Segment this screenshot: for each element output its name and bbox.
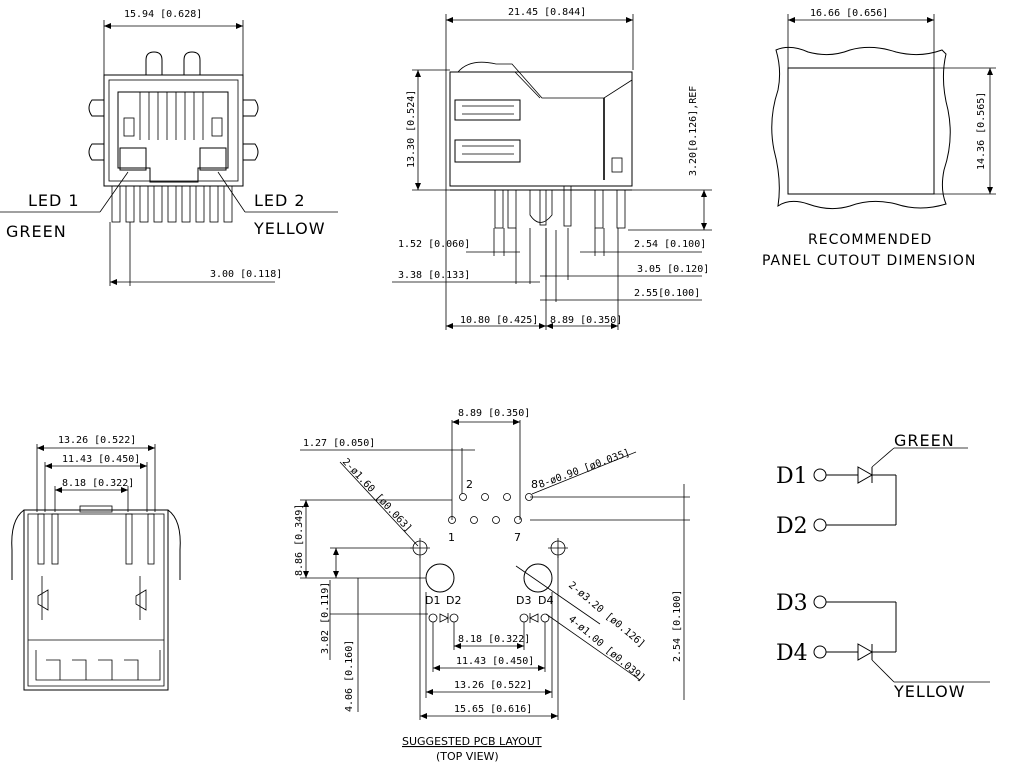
pcb-led-d1: D1 [425,594,440,607]
schem-green: GREEN [894,431,955,450]
pcb-pin-8: 8 [531,478,538,491]
side-dim-152: 1.52 [0.060] [398,239,470,250]
schem-yellow: YELLOW [893,682,966,701]
side-ref-dim: 3.20[0.126],REF [688,86,699,176]
side-view: 21.45 [0.844] 13.30 [0.524] [392,7,712,330]
side-dim-255: 2.55[0.100] [634,288,700,299]
pcb-title-line1: SUGGESTED PCB LAYOUT [402,735,542,748]
side-length-dim: 21.45 [0.844] [508,7,586,18]
cutout-height-dim: 14.36 [0.565] [976,92,987,170]
pcb-layout: 8.89 [0.350] 1.27 [0.050] 2 8 1 7 2-ø1.6… [294,408,690,763]
bottom-view: 13.26 [0.522] 11.43 [0.450] 8.18 [0.322] [11,435,181,691]
side-dim-254: 2.54 [0.100] [634,239,706,250]
side-dim-305: 3.05 [0.120] [637,264,709,275]
led1-label: LED 1 [28,191,80,210]
pcb-dim-1565: 15.65 [0.616] [454,704,532,715]
bottom-dim-818: 8.18 [0.322] [62,478,134,489]
bottom-dim-1143: 11.43 [0.450] [62,454,140,465]
side-dim-889: 8.89 [0.350] [550,315,622,326]
side-dim-338: 3.38 [0.133] [398,270,470,281]
pcb-led-d2: D2 [446,594,461,607]
pcb-dim-302: 3.02 [0.119] [320,582,331,654]
pcb-led-d4: D4 [538,594,553,607]
side-dim-1080: 10.80 [0.425] [460,315,538,326]
side-height-dim: 13.30 [0.524] [406,90,417,168]
led2-color: YELLOW [253,219,326,238]
pcb-dim-818: 8.18 [0.322] [458,634,530,645]
panel-cutout: 16.66 [0.656] 14.36 [0.565] RECOMMENDED … [762,8,996,269]
schem-d4: D4 [776,641,808,666]
schem-d3: D3 [776,591,808,616]
pcb-hole-320: 2-ø3.20 [ø0.126] [566,580,647,650]
pcb-dim-1326: 13.26 [0.522] [454,680,532,691]
cutout-title-line2: PANEL CUTOUT DIMENSION [762,253,976,269]
pcb-dim-886: 8.86 [0.349] [294,504,305,576]
front-width-dim: 15.94 [0.628] [124,9,202,20]
pcb-dim-254: 2.54 [0.100] [672,590,683,662]
pcb-led-d3: D3 [516,594,531,607]
pcb-hole-090: 8-ø0.90 [ø0.035] [537,448,631,491]
pcb-pin-7: 7 [514,531,521,544]
pcb-title-line2: (TOP VIEW) [436,750,499,763]
pcb-dim-1143: 11.43 [0.450] [456,656,534,667]
pcb-dim-889: 8.89 [0.350] [458,408,530,419]
front-view: 15.94 [0.628] [0,9,338,286]
pcb-dim-127: 1.27 [0.050] [303,438,375,449]
schem-d2: D2 [776,514,808,539]
pcb-hole-100: 4-ø1.00 [ø0.039] [566,614,647,684]
bottom-dim-1326: 13.26 [0.522] [58,435,136,446]
led1-color: GREEN [6,222,67,241]
schem-d1: D1 [776,464,808,489]
led-schematic: D1 D2 D3 D4 GREEN YELLOW [776,431,990,701]
pcb-hole-160: 2-ø1.60 [ø0.063] [340,457,414,535]
front-offset-dim: 3.00 [0.118] [210,269,282,280]
pcb-pin-2: 2 [466,478,473,491]
cutout-width-dim: 16.66 [0.656] [810,8,888,19]
cutout-title-line1: RECOMMENDED [808,232,932,248]
led2-label: LED 2 [254,191,306,210]
pcb-pin-1: 1 [448,531,455,544]
pcb-dim-406: 4.06 [0.160] [344,640,355,712]
